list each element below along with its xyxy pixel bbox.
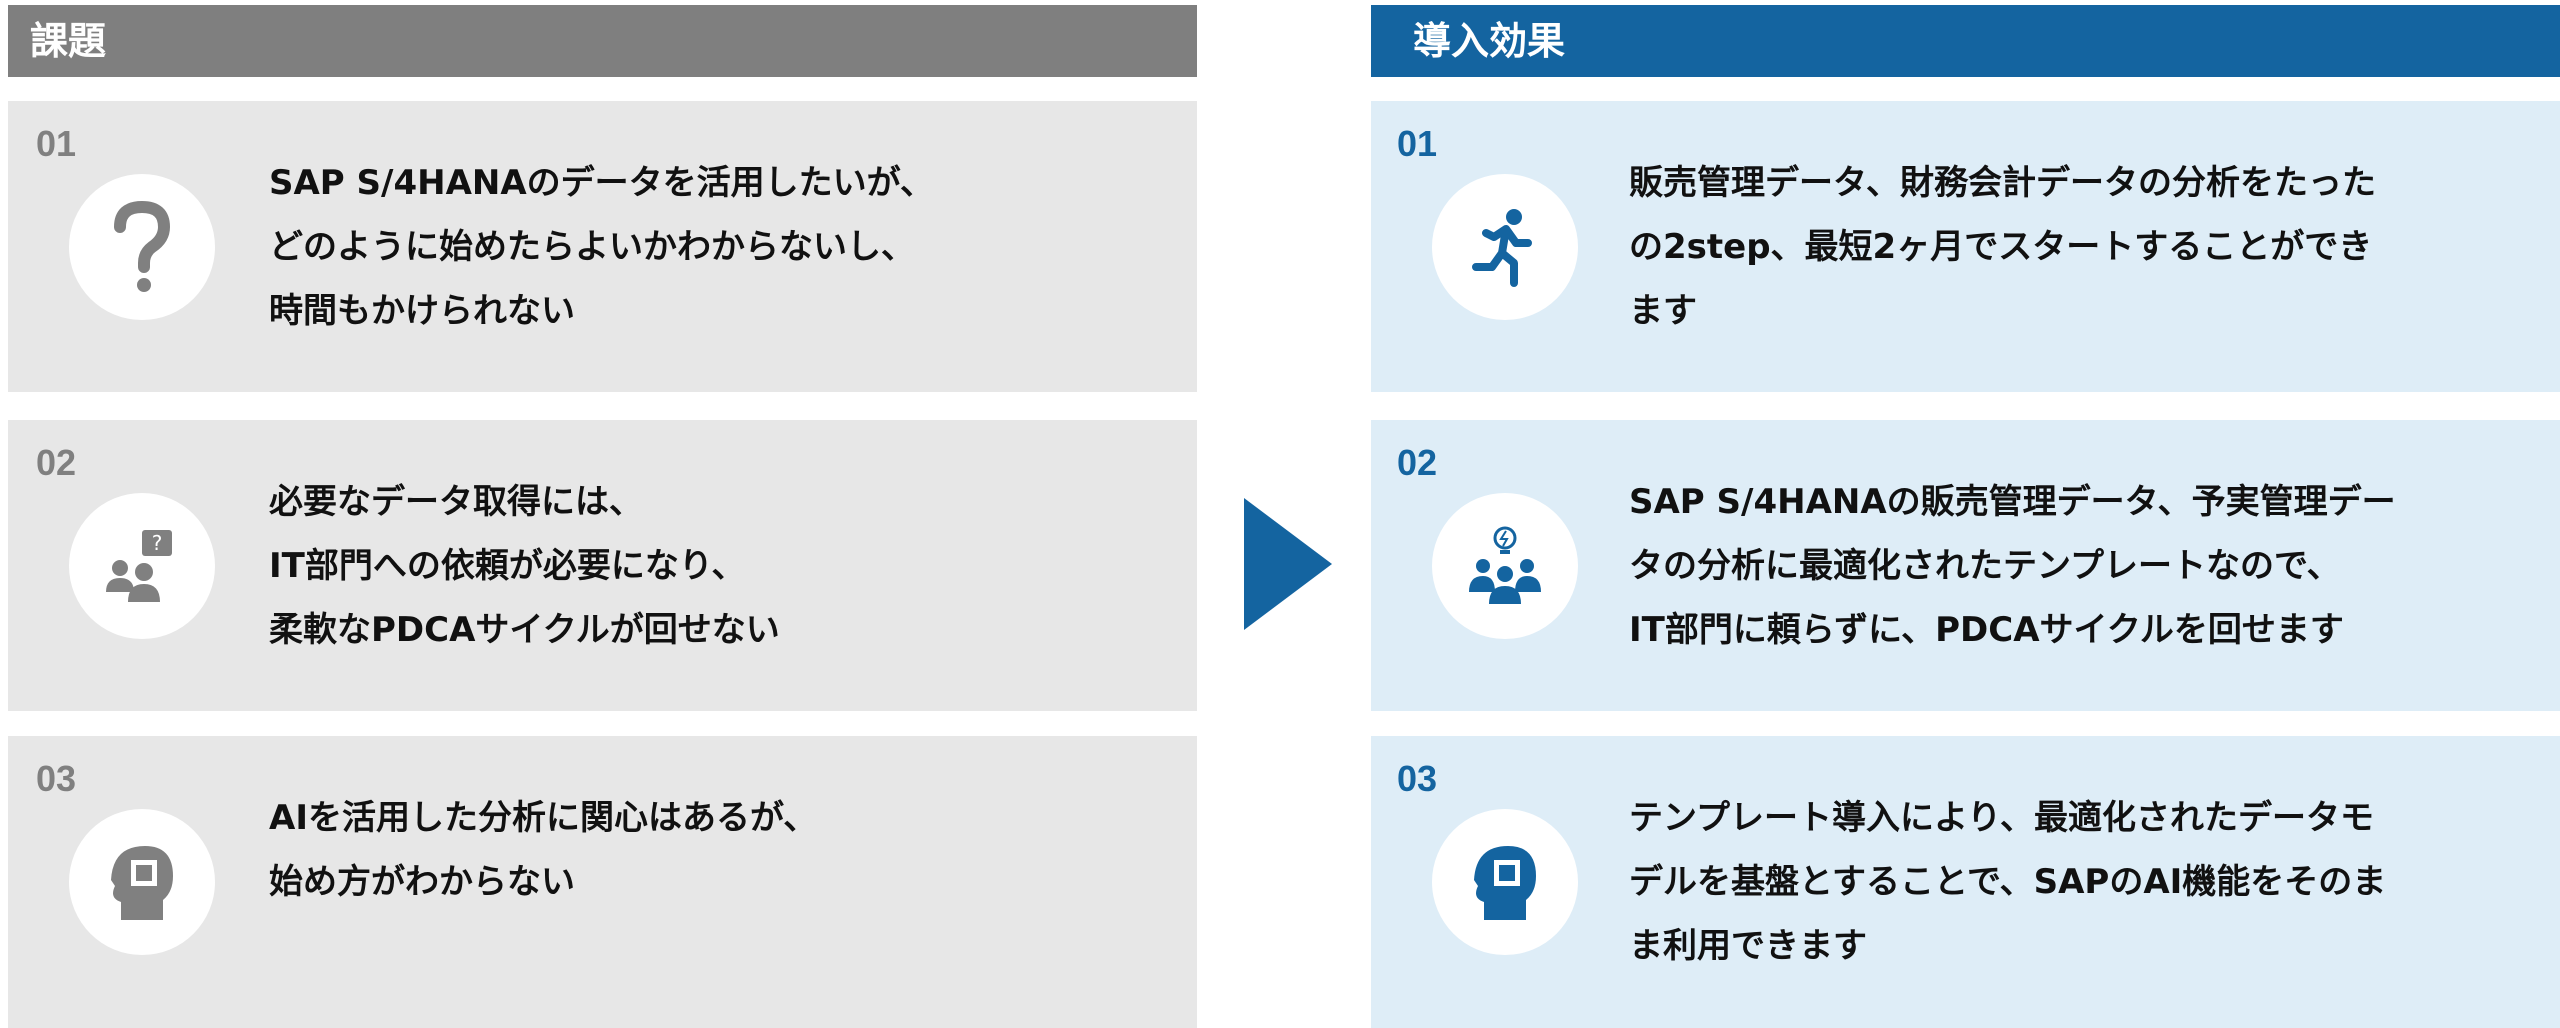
challenge-card-1: 01 SAP S/4HANAのデータを活用したいが、 どのように始めたらよいかわ… (8, 101, 1197, 392)
card-number: 01 (1397, 123, 1438, 164)
card-number: 01 (36, 123, 77, 164)
text-line: ま利用できます (1629, 926, 1867, 966)
running-person-icon (1432, 174, 1578, 320)
text-line: テンプレート導入により、最適化されたデータモ (1629, 798, 2374, 838)
question-icon (69, 174, 215, 320)
svg-text:?: ? (152, 531, 163, 555)
text-line: の2step、最短2ヶ月でスタートすることができ (1629, 227, 2373, 267)
card-number: 02 (36, 442, 77, 483)
text-line: AIを活用した分析に関心はあるが、 (269, 798, 818, 838)
text-line: 必要なデータ取得には、 (269, 482, 643, 522)
text-line: SAP S/4HANAのデータを活用したいが、 (269, 163, 934, 203)
challenge-card-2: 02 ? 必要なデータ取得には、 IT部門への依頼が必要になり、 柔軟なPDCA… (8, 420, 1197, 711)
ai-head-icon (1432, 809, 1578, 955)
people-question-icon: ? (69, 493, 215, 639)
arrow-right-icon (1244, 498, 1332, 630)
benefit-card-2: 02 SAP S/4HANAの販売管理データ、予実管理デー タの分析に最適化され… (1371, 420, 2560, 711)
benefit-card-1: 01 販売管理データ、財務会計データの分析をたった の2step、最短2ヶ月でス… (1371, 101, 2560, 392)
text-line: IT部門への依頼が必要になり、 (269, 546, 746, 586)
text-line: 販売管理データ、財務会計データの分析をたった (1629, 163, 2376, 203)
ai-head-icon (69, 809, 215, 955)
text-line: タの分析に最適化されたテンプレートなので、 (1629, 546, 2341, 586)
text-line: IT部門に頼らずに、PDCAサイクルを回せます (1629, 610, 2344, 650)
challenge-card-3: 03 AIを活用した分析に関心はあるが、 始め方がわからない (8, 736, 1197, 1028)
card-number: 02 (1397, 442, 1438, 483)
text-line: 時間もかけられない (269, 291, 575, 331)
text-line: ます (1629, 291, 1697, 331)
benefits-header: 導入効果 (1371, 5, 2560, 77)
challenges-header: 課題 (8, 5, 1197, 77)
text-line: 始め方がわからない (269, 862, 575, 902)
text-line: デルを基盤とすることで、SAPのAI機能をそのま (1629, 862, 2387, 902)
text-line: どのように始めたらよいかわからないし、 (269, 227, 915, 267)
benefit-card-3: 03 テンプレート導入により、最適化されたデータモ デルを基盤とすることで、SA… (1371, 736, 2560, 1028)
card-number: 03 (1397, 758, 1438, 799)
team-idea-icon (1432, 493, 1578, 639)
card-number: 03 (36, 758, 77, 799)
text-line: SAP S/4HANAの販売管理データ、予実管理デー (1629, 482, 2396, 522)
text-line: 柔軟なPDCAサイクルが回せない (269, 610, 780, 650)
